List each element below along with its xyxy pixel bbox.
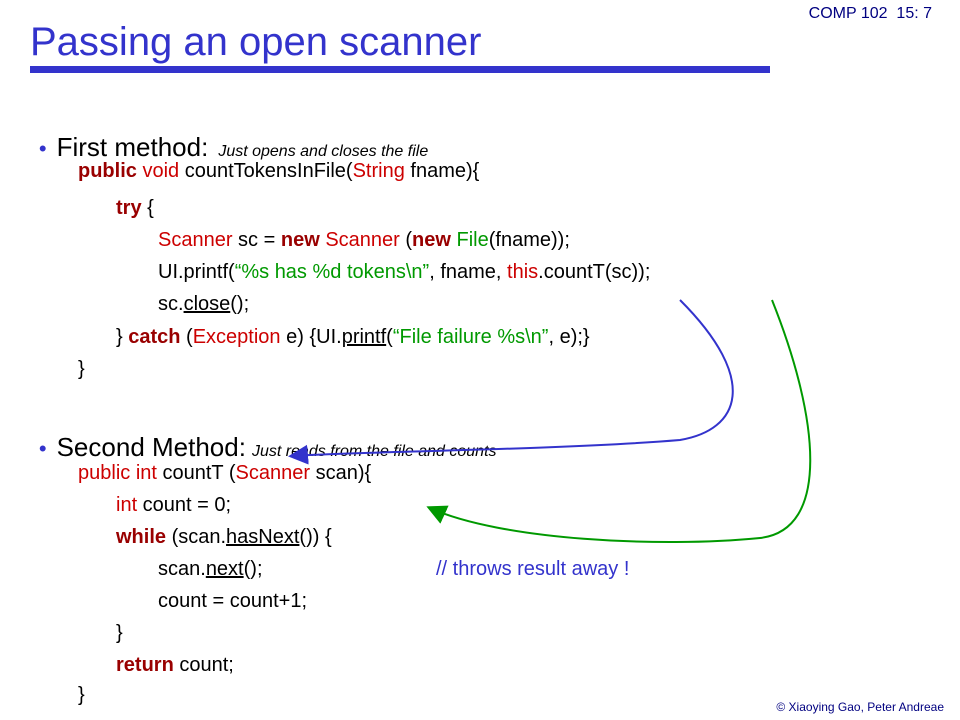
type-name: int <box>135 462 157 484</box>
keyword: public <box>78 462 131 484</box>
bullet-icon: • <box>38 136 47 161</box>
code-text: ()) { <box>299 526 332 548</box>
type-name: Exception <box>192 326 281 348</box>
code-text: count = 0; <box>137 494 232 516</box>
code-line-increment: count = count+1; <box>158 590 308 612</box>
code-text: } <box>116 326 129 348</box>
code-line-scanner-open: Scanner sc = new Scanner (new File(fname… <box>158 229 570 252</box>
blue-arrow <box>288 299 734 465</box>
code-line-signature-1: public void countTokensInFile(String fna… <box>78 160 479 183</box>
keyword: catch <box>128 326 181 348</box>
code-text: UI.printf( <box>158 261 235 283</box>
keyword-this: this <box>507 261 539 283</box>
slide-title: Passing an open scanner <box>30 20 482 64</box>
keyword: while <box>116 526 167 548</box>
code-text: (scan. <box>166 526 227 548</box>
code-text: ( <box>386 326 393 348</box>
param-type: Scanner <box>235 462 311 484</box>
title-underline <box>30 66 770 73</box>
param: fname){ <box>404 160 480 182</box>
type-name: void <box>142 160 180 182</box>
method-name: countT ( <box>156 462 236 484</box>
code-text: (); <box>230 293 250 315</box>
code-line-first-close: } <box>78 358 85 380</box>
code-text: , e);} <box>548 326 590 348</box>
code-line-close: sc.close(); <box>158 293 249 316</box>
param-type: String <box>352 160 405 182</box>
code-line-while: while (scan.hasNext()) { <box>116 526 332 549</box>
method-call: next <box>205 558 244 580</box>
keyword: return <box>116 654 174 676</box>
code-text: sc. <box>158 293 184 315</box>
code-line-catch: } catch (Exception e) {UI.printf(“File f… <box>116 326 590 349</box>
code-text: scan. <box>158 558 206 580</box>
code-text: (); <box>243 558 263 580</box>
type-name: Scanner <box>158 229 233 251</box>
code-text: , fname, <box>429 261 508 283</box>
string-literal: “%s has %d tokens\n” <box>234 261 430 283</box>
first-method-note: Just opens and closes the file <box>218 143 429 160</box>
type-name: int <box>116 494 138 516</box>
method-call: hasNext <box>226 526 300 548</box>
code-text: e) {UI. <box>280 326 342 348</box>
code-text: ( <box>399 229 413 251</box>
bullet-second-method: •Second Method:Just reads from the file … <box>30 414 497 463</box>
code-text: (fname)); <box>488 229 570 251</box>
method-name: countTokensInFile( <box>179 160 353 182</box>
keyword: try <box>116 197 142 219</box>
course-label: COMP 102 15: 7 <box>808 5 932 22</box>
type-name: File <box>450 229 489 251</box>
bullet-first-method: • First method: Just opens and closes the … <box>30 114 428 163</box>
code-text: .countT(sc)); <box>538 261 651 283</box>
code-line-second-close: } <box>78 684 85 706</box>
green-arrow <box>426 299 812 544</box>
param: scan){ <box>310 462 372 484</box>
code-line-while-close: } <box>116 622 123 644</box>
method-call: close <box>183 293 231 315</box>
code-text: { <box>141 197 154 219</box>
code-comment: // throws result away ! <box>436 558 630 580</box>
code-text: ( <box>180 326 193 348</box>
code-line-signature-2: public int countT (Scanner scan){ <box>78 462 371 485</box>
code-line-return: return count; <box>116 654 234 677</box>
code-line-count-init: int count = 0; <box>116 494 231 517</box>
first-method-heading: First method: <box>56 132 209 162</box>
type-name: Scanner <box>319 229 400 251</box>
string-literal: “File failure %s\n” <box>392 326 549 348</box>
second-method-heading: Second Method: <box>56 432 246 462</box>
code-line-printf: UI.printf(“%s has %d tokens\n”, fname, t… <box>158 261 650 284</box>
keyword: public <box>78 160 137 182</box>
code-line-next: scan.next(); <box>158 558 263 581</box>
keyword: new <box>280 229 320 251</box>
method-call: printf <box>341 326 387 348</box>
keyword: new <box>412 229 451 251</box>
copyright: © Xiaoying Gao, Peter Andreae <box>776 700 944 714</box>
code-text: count; <box>173 654 234 676</box>
bullet-icon: • <box>38 436 47 461</box>
code-line-try: try { <box>116 197 154 220</box>
code-text: sc = <box>232 229 281 251</box>
